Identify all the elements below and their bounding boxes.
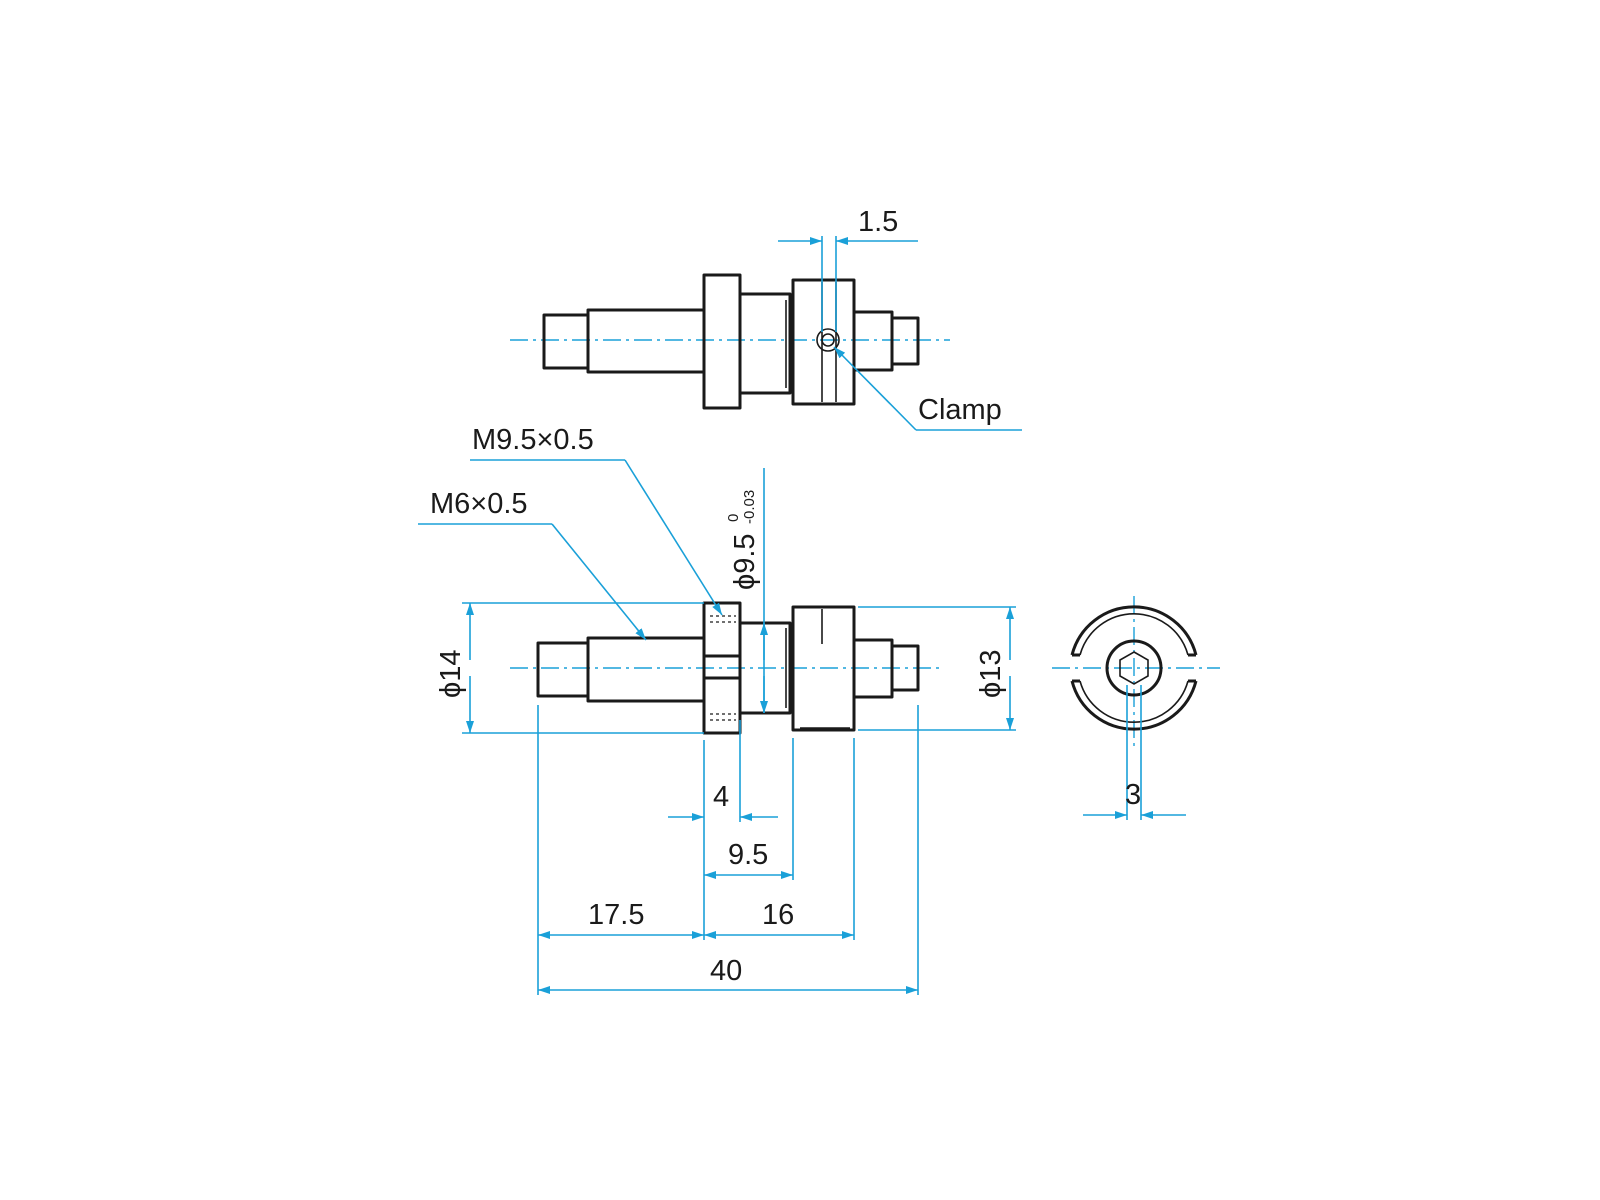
shaft-dia-label: ϕ9.5 <box>729 533 761 590</box>
side-clamp-body <box>791 605 856 732</box>
dim-9-5-label: 9.5 <box>728 839 768 871</box>
top-right-shaft <box>852 310 894 372</box>
hex-socket-icon <box>1119 651 1149 685</box>
dim-16-label: 16 <box>762 899 794 931</box>
clamp-screw-hole <box>816 328 840 352</box>
dim-4-label: 4 <box>713 781 729 813</box>
side-left-shaft <box>586 636 706 703</box>
top-view: 1.5 Clamp <box>510 206 1022 431</box>
dim-17-5-label: 17.5 <box>588 899 644 931</box>
side-neck <box>738 621 792 715</box>
side-view: M9.5×0.5 M6×0.5 ϕ9.5 0 -0.03 ϕ14 ϕ13 <box>418 424 1016 995</box>
end-bore <box>1105 639 1163 697</box>
top-right-tip <box>890 316 920 366</box>
top-neck <box>738 292 792 395</box>
shaft-dia-dimension: ϕ9.5 0 -0.03 <box>725 490 761 590</box>
top-left-shaft <box>586 308 706 374</box>
shaft-dia-tol-upper: 0 <box>725 514 742 522</box>
top-left-tip <box>542 313 590 370</box>
top-clamp-body <box>791 278 856 406</box>
dim-40-label: 40 <box>710 955 742 987</box>
clamp-callout-label: Clamp <box>918 394 1002 426</box>
side-left-tip <box>536 641 590 698</box>
end-outer-ring-upper <box>1070 605 1198 656</box>
thread-large-label: M9.5×0.5 <box>472 424 594 456</box>
side-right-shaft <box>852 638 894 699</box>
top-flange <box>702 273 742 410</box>
clamp-dia-label: ϕ13 <box>975 650 1007 699</box>
side-right-tip <box>890 644 920 692</box>
shaft-dia-tol-lower: -0.03 <box>741 490 758 524</box>
flange-dia-label: ϕ14 <box>435 650 467 699</box>
end-outer-ring-lower <box>1070 680 1198 731</box>
dim-1-5-label: 1.5 <box>858 206 898 238</box>
thread-small-label: M6×0.5 <box>430 488 528 520</box>
dim-3-label: 3 <box>1125 779 1141 811</box>
end-view: 3 <box>1052 596 1220 820</box>
